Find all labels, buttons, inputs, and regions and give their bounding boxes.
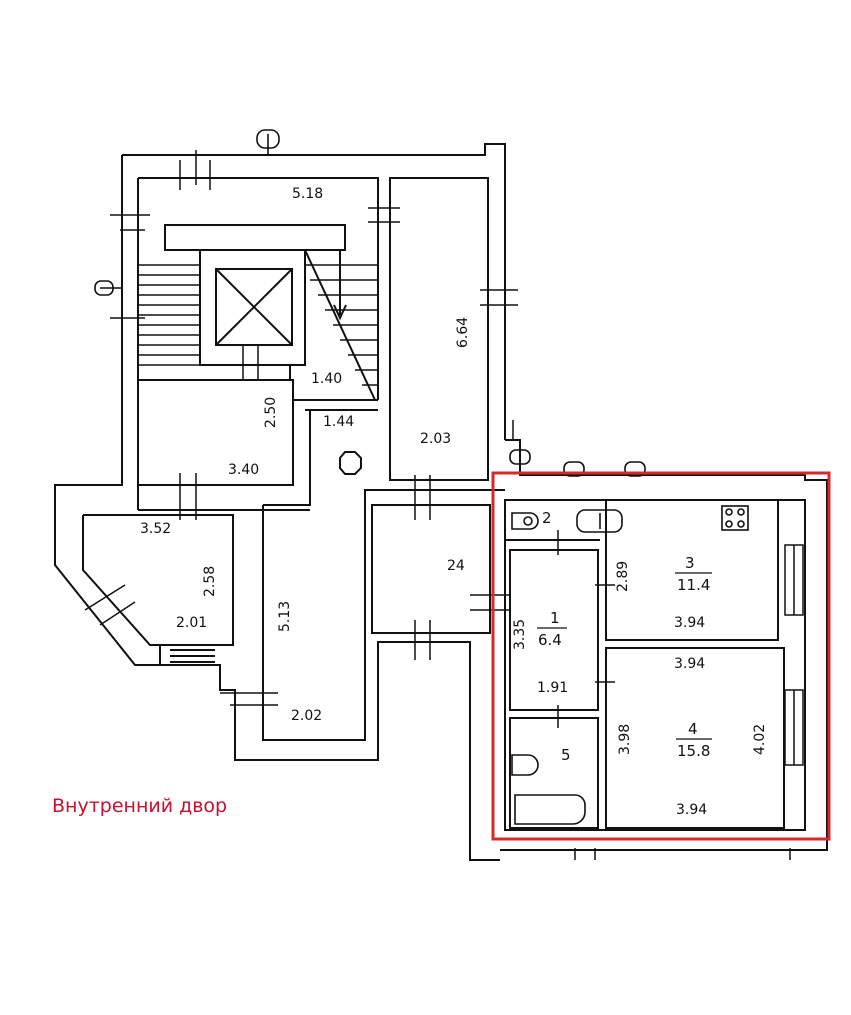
dim-left-room-height: 2.58	[202, 566, 218, 597]
dim-top-corridor: 5.18	[292, 186, 323, 202]
dim-room3-height: 2.89	[615, 561, 631, 592]
dim-middle-room: 24	[447, 558, 465, 574]
dim-tall-room-height: 6.64	[455, 317, 471, 348]
dim-hall-height: 2.50	[263, 397, 279, 428]
dim-hall-width: 3.40	[228, 462, 259, 478]
dim-landing-width: 1.44	[323, 414, 354, 430]
dim-room3-width: 3.94	[674, 615, 705, 631]
sink-icon	[576, 509, 623, 533]
svg-text:3: 3	[685, 554, 695, 572]
svg-text:15.8: 15.8	[677, 742, 710, 760]
courtyard-caption: Внутренний двор	[52, 795, 228, 817]
fixtures	[94, 129, 749, 825]
dim-room4-bottom: 3.94	[676, 802, 707, 818]
svg-text:11.4: 11.4	[677, 576, 710, 594]
toilet-icon	[511, 512, 539, 530]
dim-room1-height: 3.35	[512, 619, 528, 650]
apartment-highlight	[491, 471, 831, 841]
svg-text:4: 4	[688, 720, 698, 738]
room-5-label: 5	[561, 746, 571, 764]
windows	[784, 544, 804, 766]
dim-tall-room-width: 2.03	[420, 431, 451, 447]
svg-text:6.4: 6.4	[538, 631, 562, 649]
room-2-label: 2	[542, 509, 552, 527]
stair-steps	[138, 264, 378, 386]
room-3-label: 3 11.4	[675, 554, 712, 594]
dim-room4-top: 3.94	[674, 656, 705, 672]
dim-room1-width: 1.91	[537, 680, 568, 696]
svg-text:1: 1	[550, 609, 560, 627]
dim-room4-left: 3.98	[617, 724, 633, 755]
dim-left-room-width: 3.52	[140, 521, 171, 537]
stove-icon	[721, 505, 749, 531]
dim-corridor-width: 2.02	[291, 708, 322, 724]
walls	[54, 143, 828, 861]
elevator-shaft-icon	[215, 268, 293, 346]
drain-icon	[339, 451, 362, 475]
room-4-label: 4 15.8	[676, 720, 712, 760]
dim-corridor-length: 5.13	[277, 601, 293, 632]
dim-room4-right: 4.02	[752, 724, 768, 755]
door-marks	[84, 150, 791, 860]
dim-left-room-bottom: 2.01	[176, 615, 207, 631]
dim-stair-width: 1.40	[311, 371, 342, 387]
room-1-label: 1 6.4	[537, 609, 567, 649]
bathtub-icon	[514, 794, 586, 825]
radiator-icon	[94, 129, 646, 477]
